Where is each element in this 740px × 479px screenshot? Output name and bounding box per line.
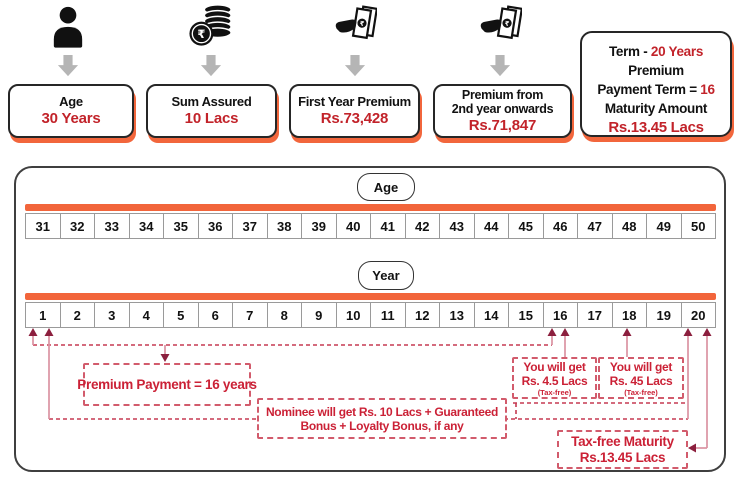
down-arrow-icon: [57, 55, 79, 77]
age-row-label: Age: [357, 173, 415, 201]
benefit18-line1: You will get: [609, 359, 673, 374]
benefit18-line2: Rs. 45 Lacs: [609, 373, 673, 388]
year-cell: 13: [439, 303, 474, 327]
year-cell: 16: [542, 303, 578, 327]
premium-payment-text: Premium Payment = 16 years: [77, 376, 257, 392]
premium-word: Premium: [628, 63, 684, 78]
year-cell: 1: [39, 307, 47, 323]
down-arrow-icon: [200, 55, 222, 77]
age-cell: 46: [542, 214, 578, 238]
term-value: 20 Years: [650, 44, 704, 59]
maturity-line1: Tax-free Maturity: [571, 433, 674, 449]
renewal-premium-card: Premium from 2nd year onwards Rs.71,847: [433, 84, 572, 138]
card-title: Sum Assured: [171, 94, 252, 109]
year-cell: 3: [94, 303, 129, 327]
benefit16-line2: Rs. 4.5 Lacs: [521, 373, 588, 388]
term-label: Term -: [608, 44, 648, 59]
age-cell: 31: [35, 218, 50, 234]
age-cell: 37: [232, 214, 267, 238]
card-value: Rs.73,428: [320, 110, 389, 127]
age-cell: 41: [370, 214, 405, 238]
age-cell: 35: [163, 214, 198, 238]
card-title: Premium from: [461, 87, 544, 102]
year-cell: 15: [508, 303, 543, 327]
sum-assured-card: Sum Assured 10 Lacs: [146, 84, 277, 138]
cash-in-hand-icon: ₹: [335, 5, 377, 40]
year-cell: 8: [266, 303, 302, 327]
card-value: Rs.71,847: [468, 116, 537, 134]
down-arrow-icon: [489, 55, 511, 77]
cash-in-hand-icon: ₹: [480, 5, 522, 40]
age-cell: 32: [59, 214, 95, 238]
year-cell: 2: [59, 303, 95, 327]
maturity-note: Tax-free Maturity Rs.13.45 Lacs: [557, 430, 688, 469]
card-title-line2: 2nd year onwards: [451, 101, 554, 116]
year-row-label: Year: [358, 261, 414, 290]
card-title: Age: [59, 94, 83, 109]
year-cell: 18: [611, 303, 647, 327]
year16-benefit-note: You will get Rs. 4.5 Lacs (Tax-free): [512, 357, 597, 399]
svg-text:₹: ₹: [197, 29, 205, 41]
card-value: 30 Years: [41, 110, 101, 127]
age-cell: 44: [473, 214, 509, 238]
year-cell: 5: [163, 303, 198, 327]
age-cell: 43: [439, 214, 474, 238]
payment-term-label: Payment Term =: [597, 82, 697, 97]
year-cell: 9: [301, 303, 336, 327]
age-orange-bar: [25, 204, 716, 211]
year-cell: 10: [335, 303, 371, 327]
maturity-amount-value: Rs.13.45 Lacs: [608, 119, 704, 136]
age-cell: 34: [128, 214, 164, 238]
year-cell: 17: [577, 303, 612, 327]
term-line: Term - 20 Years: [582, 42, 730, 61]
year-cell: 7: [232, 303, 267, 327]
term-summary-card: Term - 20 Years Premium Payment Term = 1…: [580, 31, 732, 137]
nominee-text-line1: Nominee will get Rs. 10 Lacs + Guarantee…: [265, 404, 499, 419]
card-value: 10 Lacs: [184, 110, 239, 127]
year-cell: 12: [404, 303, 440, 327]
year-cell: 14: [473, 303, 509, 327]
down-arrow-icon: [344, 55, 366, 77]
year18-benefit-note: You will get Rs. 45 Lacs (Tax-free): [598, 357, 684, 399]
year-cell: 6: [197, 303, 233, 327]
age-card: Age 30 Years: [8, 84, 134, 138]
age-cell: 39: [301, 214, 336, 238]
premium-payment-note: Premium Payment = 16 years: [77, 363, 257, 406]
age-cell: 45: [508, 214, 543, 238]
year-cell: 11: [370, 303, 405, 327]
age-cell: 36: [197, 214, 233, 238]
age-cell: 47: [577, 214, 612, 238]
maturity-amount-label: Maturity Amount: [604, 101, 708, 116]
nominee-text-line2: Bonus + Loyalty Bonus, if any: [300, 418, 464, 433]
svg-text:₹: ₹: [359, 20, 365, 28]
age-cell: 42: [404, 214, 440, 238]
rupee-coins-icon: ₹: [189, 4, 232, 46]
maturity-line2: Rs.13.45 Lacs: [579, 449, 666, 465]
benefit16-line1: You will get: [523, 359, 586, 374]
age-cell: 50: [680, 214, 716, 238]
age-cell: 33: [94, 214, 129, 238]
benefit18-note: (Tax-free): [624, 387, 658, 397]
year-cell: 4: [128, 303, 164, 327]
payment-term-line: Payment Term = 16: [582, 80, 730, 99]
first-year-premium-card: First Year Premium Rs.73,428: [289, 84, 420, 138]
year-orange-bar: [25, 293, 716, 300]
age-cell: 38: [266, 214, 302, 238]
svg-text:₹: ₹: [504, 20, 510, 28]
card-title: First Year Premium: [298, 94, 411, 109]
age-cell: 48: [611, 214, 647, 238]
age-cell: 49: [646, 214, 681, 238]
year-cell: 20: [680, 303, 716, 327]
age-cell: 40: [335, 214, 371, 238]
nominee-benefit-note: Nominee will get Rs. 10 Lacs + Guarantee…: [257, 398, 507, 439]
payment-term-value: 16: [700, 82, 715, 97]
benefit16-note: (Tax-free): [537, 387, 572, 397]
year-cell: 19: [646, 303, 681, 327]
person-icon: [53, 6, 83, 48]
